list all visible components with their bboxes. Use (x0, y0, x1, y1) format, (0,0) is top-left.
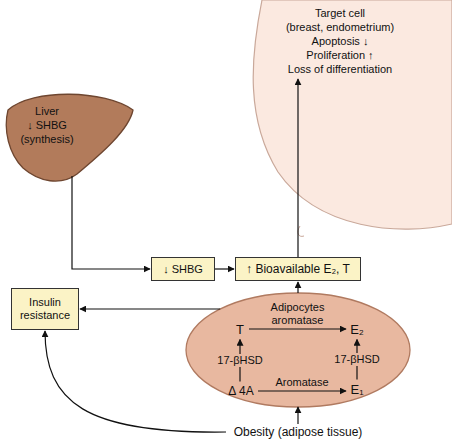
node-text: E₁ (350, 382, 363, 397)
connector-arrow (297, 79, 298, 257)
node-text: E₂ (350, 322, 364, 337)
node-text: (synthesis) (11, 132, 83, 146)
hormone-node: E₁ (348, 381, 366, 398)
node-text: T (236, 322, 244, 337)
connector-arrow (80, 308, 220, 309)
process-box: ↓ SHBG (151, 257, 215, 281)
node-text: Insulin resistance (16, 296, 74, 322)
node-text: Apoptosis ↓ (312, 34, 369, 48)
node-text: ↓ SHBG (163, 263, 203, 276)
connector-arrow (249, 328, 346, 329)
node-text: Obesity (adipose tissue) (234, 425, 363, 439)
hormone-node: Δ 4A (226, 383, 256, 400)
connector-arrow (297, 407, 298, 424)
hormone-node: T (233, 321, 247, 338)
edge-label: 17-βHSD (332, 353, 381, 366)
node-text: Δ 4A (228, 384, 253, 399)
node-text: Loss of differentiation (288, 62, 392, 76)
node-text: (breast, endometrium) (286, 20, 394, 34)
liver-organ: Liver↓ SHBG(synthesis) (5, 88, 135, 180)
edge-label: Aromatase (273, 376, 330, 389)
connector-arrow (215, 268, 234, 269)
hormone-node: E₂ (348, 321, 366, 338)
node-text: Proliferation ↑ (306, 48, 373, 62)
node-text: Target cell (315, 6, 365, 20)
connector-arrow (258, 390, 346, 391)
target-cell: Target cell(breast, endometrium)Apoptosi… (275, 3, 405, 79)
edge-label: 17-βHSD (215, 354, 264, 367)
process-box: ↑ Bioavailable E₂, T (235, 257, 361, 281)
edge-label: Adipocytes aromatase (263, 301, 333, 327)
node-text: ↓ SHBG (11, 118, 83, 132)
connector-arrow (297, 282, 298, 293)
node-text: ↑ Bioavailable E₂, T (246, 262, 350, 276)
connector-arrow (72, 176, 150, 269)
node-text: Liver (11, 104, 83, 118)
process-box: Insulin resistance (11, 288, 79, 330)
source-label: Obesity (adipose tissue) (228, 424, 368, 440)
